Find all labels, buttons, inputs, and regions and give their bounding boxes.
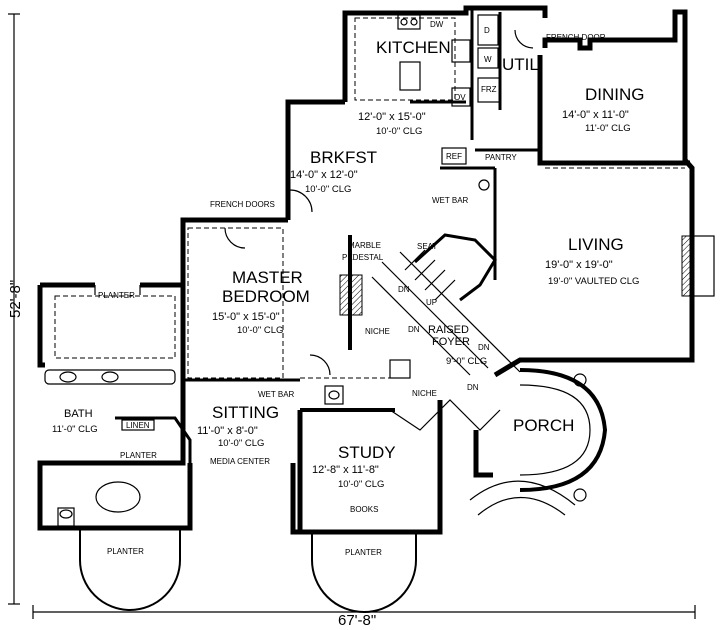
w-label: W bbox=[484, 55, 492, 64]
living-dims: 19'-0" x 19'-0" bbox=[545, 259, 613, 271]
up-label: UP bbox=[426, 298, 437, 307]
marble-label-2: PEDESTAL bbox=[342, 253, 384, 262]
brkfst-dims: 14'-0" x 12'-0" bbox=[290, 169, 358, 181]
brkfst-name: BRKFST bbox=[310, 148, 377, 167]
dn-label-4: DN bbox=[467, 383, 479, 392]
planter-label-2: PLANTER bbox=[120, 451, 157, 460]
niche-label: NICHE bbox=[365, 327, 390, 336]
exterior-walls bbox=[37, 5, 695, 535]
marble-label-1: MARBLE bbox=[348, 241, 381, 250]
bath-fixtures bbox=[44, 359, 411, 527]
niche-2-label: NICHE bbox=[412, 389, 437, 398]
bath-clg: 11'-0" CLG bbox=[52, 424, 98, 435]
living-name: LIVING bbox=[568, 235, 624, 254]
study-dims: 12'-8" x 11'-8" bbox=[312, 464, 379, 476]
french-doors-label: FRENCH DOORS bbox=[210, 200, 275, 209]
fireplace bbox=[681, 235, 715, 297]
sitting-clg: 10'-0" CLG bbox=[218, 438, 264, 449]
util-name: UTIL bbox=[502, 55, 539, 74]
dn-label-1: DN bbox=[398, 285, 410, 294]
brkfst-clg: 10'-0" CLG bbox=[305, 184, 351, 195]
planters bbox=[79, 285, 417, 613]
french-door-label: FRENCH DOOR bbox=[546, 33, 606, 42]
kitchen-dims: 12'-0" x 15'-0" bbox=[358, 111, 426, 123]
master-dims: 15'-0" x 15'-0" bbox=[212, 311, 280, 323]
seat-label: SEAT bbox=[417, 242, 437, 251]
door-swings bbox=[224, 29, 534, 376]
d-label: D bbox=[484, 26, 490, 35]
master-clg: 10'-0" CLG bbox=[237, 325, 283, 336]
dw-label: DW bbox=[430, 20, 444, 29]
fixture-labels: FRENCH DOOR FRENCH DOORS WET BAR WET BAR… bbox=[98, 20, 606, 557]
media-center-label: MEDIA CENTER bbox=[210, 457, 270, 466]
sitting-dims: 11'-0" x 8'-0" bbox=[197, 425, 258, 437]
dining-dims: 14'-0" x 11'-0" bbox=[562, 109, 629, 121]
ov-label: OV bbox=[454, 93, 466, 102]
frz-label: FRZ bbox=[481, 85, 497, 94]
master-name-2: BEDROOM bbox=[222, 287, 310, 306]
books-label: BOOKS bbox=[350, 505, 378, 514]
living-clg: 19'-0" VAULTED CLG bbox=[548, 276, 639, 287]
overall-depth: 52'-8" bbox=[7, 280, 24, 318]
dn-label-2: DN bbox=[408, 325, 420, 334]
pantry-label: PANTRY bbox=[485, 153, 517, 162]
dining-name: DINING bbox=[585, 85, 645, 104]
dining-clg: 11'-0" CLG bbox=[585, 123, 631, 134]
sitting-name: SITTING bbox=[212, 403, 279, 422]
overall-width: 67'-8" bbox=[338, 612, 376, 629]
planter-label-1: PLANTER bbox=[98, 291, 135, 300]
foyer-name-1: RAISED bbox=[428, 324, 469, 336]
dashed-outlines bbox=[54, 17, 685, 379]
kitchen-clg: 10'-0" CLG bbox=[376, 126, 422, 137]
porch-name: PORCH bbox=[513, 416, 574, 435]
foyer-diagonals bbox=[371, 233, 521, 431]
foyer-name-2: FOYER bbox=[432, 336, 470, 348]
wet-bar-2-label: WET BAR bbox=[258, 390, 295, 399]
study-name: STUDY bbox=[338, 443, 396, 462]
planter-label-4: PLANTER bbox=[345, 548, 382, 557]
planter-label-3: PLANTER bbox=[107, 547, 144, 556]
room-labels: KITCHEN 12'-0" x 15'-0" 10'-0" CLG UTIL … bbox=[52, 38, 645, 490]
dn-label-3: DN bbox=[478, 343, 490, 352]
wet-bar-label: WET BAR bbox=[432, 196, 469, 205]
bath-name: BATH bbox=[64, 408, 93, 420]
study-clg: 10'-0" CLG bbox=[338, 479, 384, 490]
master-name-1: MASTER bbox=[232, 268, 303, 287]
kitchen-fixtures bbox=[339, 14, 501, 316]
ref-label: REF bbox=[446, 152, 462, 161]
kitchen-name: KITCHEN bbox=[376, 38, 451, 57]
foyer-clg: 9'-0" CLG bbox=[446, 356, 487, 367]
linen-label: LINEN bbox=[126, 421, 150, 430]
porch-curve bbox=[469, 368, 608, 516]
